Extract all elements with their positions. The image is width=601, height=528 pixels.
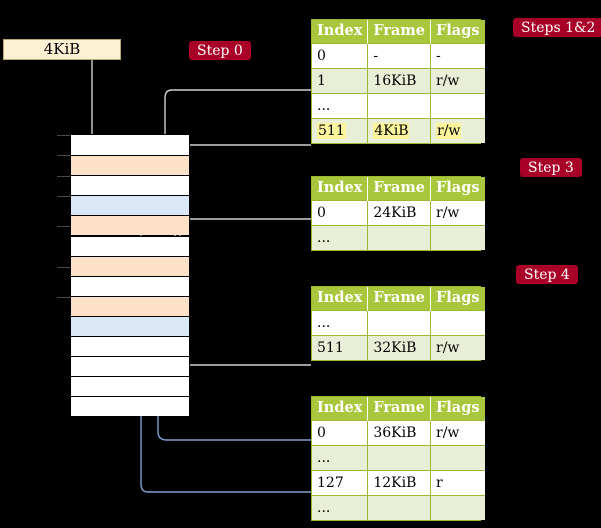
memory-frame-row xyxy=(71,135,189,156)
memory-frame-row xyxy=(71,376,189,397)
table-cell: 511 xyxy=(312,118,369,144)
table-cell: r/w xyxy=(430,200,485,226)
label-steps-1-2: Steps 1&2 xyxy=(513,18,601,37)
source-frame-box: 4KiB xyxy=(3,39,121,60)
table-cell: - xyxy=(367,43,431,69)
column-header-index: Index xyxy=(312,177,369,201)
column-header-flags: Flags xyxy=(430,397,485,421)
memory-frame-row xyxy=(71,215,189,236)
highlighted-value: 511 xyxy=(317,122,346,139)
column-header-index: Index xyxy=(312,397,369,421)
table-cell xyxy=(367,495,431,521)
table-row: ... xyxy=(312,93,485,119)
table-cell: 0 xyxy=(312,420,369,446)
memory-tick xyxy=(57,226,70,227)
table-cell: 36KiB xyxy=(367,420,431,446)
memory-frame-row xyxy=(71,275,189,296)
column-header-flags: Flags xyxy=(430,20,485,44)
table-row: ... xyxy=(312,310,485,336)
physical-memory-column xyxy=(70,134,190,417)
table-cell xyxy=(367,445,431,471)
table-cell: ... xyxy=(312,225,369,251)
memory-tick xyxy=(57,135,70,136)
memory-frame-row xyxy=(71,155,189,176)
table-cell: 24KiB xyxy=(367,200,431,226)
memory-tick xyxy=(57,176,70,177)
table-cell: 0 xyxy=(312,200,369,226)
column-header-frame: Frame xyxy=(367,20,431,44)
table-cell: ... xyxy=(312,93,369,119)
table-cell: r/w xyxy=(430,335,485,361)
column-header-flags: Flags xyxy=(430,287,485,311)
table-row: 0-- xyxy=(312,43,485,69)
table-cell: r/w xyxy=(430,68,485,94)
table-cell: 127 xyxy=(312,470,369,496)
memory-tick xyxy=(57,196,70,197)
table-cell: ... xyxy=(312,310,369,336)
table-cell xyxy=(367,310,431,336)
memory-frame-row xyxy=(71,175,189,196)
table-row: ... xyxy=(312,495,485,521)
table-cell xyxy=(430,495,485,521)
memory-tick xyxy=(57,297,70,298)
memory-frame-row xyxy=(71,396,189,417)
table-cell: r/w xyxy=(430,420,485,446)
table-cell: 511 xyxy=(312,335,369,361)
label-step-4: Step 4 xyxy=(516,265,578,284)
memory-frame-row xyxy=(71,336,189,357)
table-cell xyxy=(367,93,431,119)
memory-frame-row xyxy=(71,356,189,377)
table-cell: r/w xyxy=(430,118,485,144)
memory-frame-row xyxy=(71,255,189,276)
label-step-4-text: Step 4 xyxy=(524,266,570,283)
label-step-3-text: Step 3 xyxy=(528,159,574,176)
source-frame-label: 4KiB xyxy=(43,40,81,58)
memory-frame-row xyxy=(71,195,189,216)
highlighted-value: 4KiB xyxy=(373,122,410,139)
memory-tick xyxy=(57,267,70,268)
memory-frame-row xyxy=(71,315,189,336)
label-step-0-text: Step 0 xyxy=(197,42,243,59)
table-cell xyxy=(367,225,431,251)
table-cell xyxy=(430,93,485,119)
table-cell: ... xyxy=(312,495,369,521)
table-cell: 4KiB xyxy=(367,118,431,144)
column-header-index: Index xyxy=(312,20,369,44)
label-step-0: Step 0 xyxy=(189,41,251,60)
column-header-flags: Flags xyxy=(430,177,485,201)
table-cell xyxy=(430,310,485,336)
table-row: ... xyxy=(312,445,485,471)
table-cell: 32KiB xyxy=(367,335,431,361)
table-cell: 16KiB xyxy=(367,68,431,94)
label-step-3: Step 3 xyxy=(520,158,582,177)
table-cell: 1 xyxy=(312,68,369,94)
table-cell: r xyxy=(430,470,485,496)
label-steps-1-2-text: Steps 1&2 xyxy=(521,19,596,36)
column-header-index: Index xyxy=(312,287,369,311)
highlighted-value: r/w xyxy=(436,122,462,139)
table-cell xyxy=(430,225,485,251)
memory-frame-row xyxy=(71,235,189,256)
memory-frame-row xyxy=(71,295,189,316)
memory-tick xyxy=(57,155,70,156)
table-cell: 12KiB xyxy=(367,470,431,496)
column-header-frame: Frame xyxy=(367,397,431,421)
table-cell: - xyxy=(430,43,485,69)
table-cell: 0 xyxy=(312,43,369,69)
column-header-frame: Frame xyxy=(367,287,431,311)
table-row: 511 4KiB r/w xyxy=(312,118,485,144)
table-cell xyxy=(430,445,485,471)
table-row: ... xyxy=(312,225,485,251)
column-header-frame: Frame xyxy=(367,177,431,201)
table-cell: ... xyxy=(312,445,369,471)
